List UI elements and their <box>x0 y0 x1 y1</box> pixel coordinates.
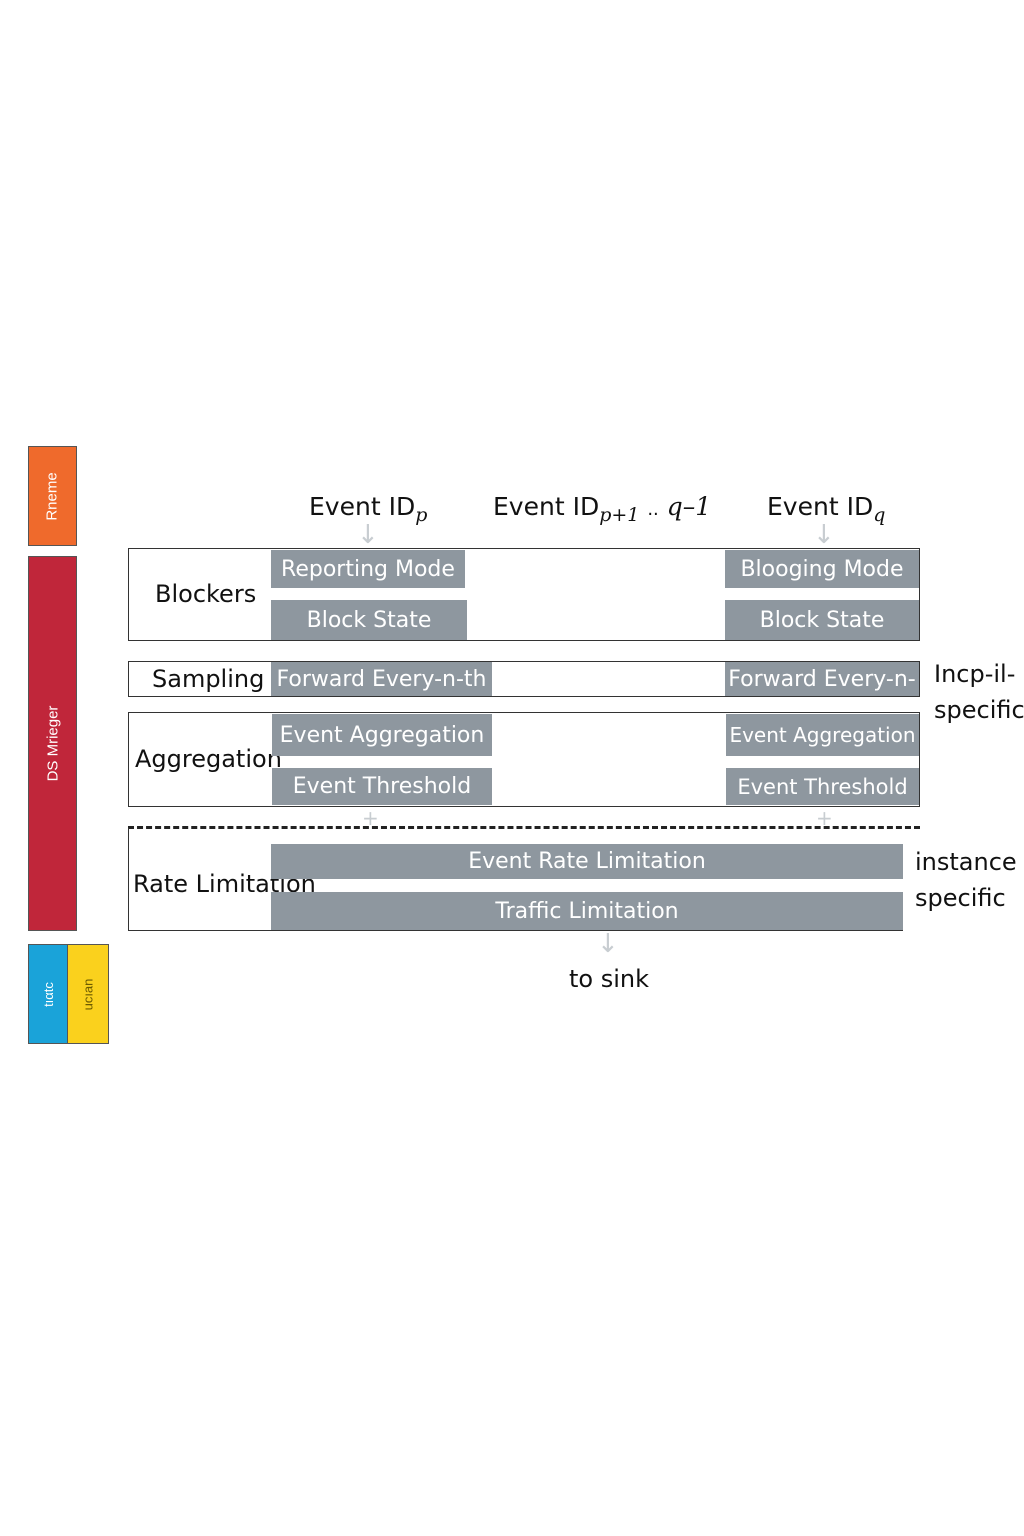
header-event-mid-tail: q–1 <box>666 492 712 521</box>
header-event-q: Event IDq <box>767 492 885 526</box>
block-state-right-bar: Block State <box>725 600 919 640</box>
header-event-mid-text: Event ID <box>493 492 600 521</box>
reporting-mode-bar: Reporting Mode <box>271 550 465 588</box>
plus-icon: + <box>362 806 379 830</box>
traffic-limitation-bar: Traffic Limitation <box>271 892 903 930</box>
upper-scope-note-line1: Incp-il- <box>934 660 1016 688</box>
scope-divider <box>128 826 920 829</box>
header-event-mid-sub: p+1 <box>599 504 640 526</box>
sidebar-bottom-right-label: ucıan <box>80 978 96 1010</box>
sidebar-top-block: Rneme <box>28 446 77 546</box>
sidebar-bottom-left-label: tıαtc <box>40 981 56 1007</box>
blooging-mode-bar: Blooging Mode <box>725 550 919 588</box>
header-event-mid-dots: .. <box>647 499 659 520</box>
forward-every-n-right-bar: Forward Every-n- <box>725 662 919 696</box>
arrow-down-icon: ↓ <box>357 520 379 550</box>
header-event-mid: Event IDp+1 .. q–1 <box>493 492 711 526</box>
header-event-p: Event IDp <box>309 492 427 526</box>
rate-limitation-section <box>128 828 903 931</box>
upper-scope-note-line2: specific <box>934 696 1024 724</box>
sidebar-bottom-right-block: ucıan <box>67 944 109 1044</box>
sidebar-middle-label: DS Mrieger <box>44 705 62 782</box>
sampling-label: Sampling <box>152 665 265 693</box>
arrow-down-icon: ↓ <box>813 520 835 550</box>
block-state-left-bar: Block State <box>271 600 467 640</box>
to-sink-label: to sink <box>569 965 650 993</box>
header-event-p-text: Event ID <box>309 492 416 521</box>
lower-scope-note-line2: specific <box>915 884 1006 912</box>
plus-icon: + <box>816 806 833 830</box>
lower-scope-note: instance specific <box>915 844 1017 916</box>
event-aggregation-left-bar: Event Aggregation <box>272 714 492 756</box>
sidebar-bottom-left-block: tıαtc <box>28 944 68 1044</box>
event-aggregation-right-bar: Event Aggregation <box>726 714 919 756</box>
lower-scope-note-line1: instance <box>915 848 1017 876</box>
event-threshold-right-bar: Event Threshold <box>726 768 919 805</box>
blockers-label: Blockers <box>155 580 257 608</box>
header-event-q-sub: q <box>873 504 886 526</box>
arrow-down-icon: ↓ <box>597 929 619 959</box>
upper-scope-note: Incp-il- specific <box>934 656 1024 728</box>
sidebar-middle-block: DS Mrieger <box>28 556 77 931</box>
header-event-p-sub: p <box>415 504 428 526</box>
event-threshold-left-bar: Event Threshold <box>272 768 492 805</box>
aggregation-label: Aggregation <box>135 745 282 773</box>
sidebar-top-label: Rneme <box>44 471 62 521</box>
forward-every-n-left-bar: Forward Every-n-th <box>271 662 492 696</box>
header-event-q-text: Event ID <box>767 492 874 521</box>
event-rate-limitation-bar: Event Rate Limitation <box>271 844 903 879</box>
